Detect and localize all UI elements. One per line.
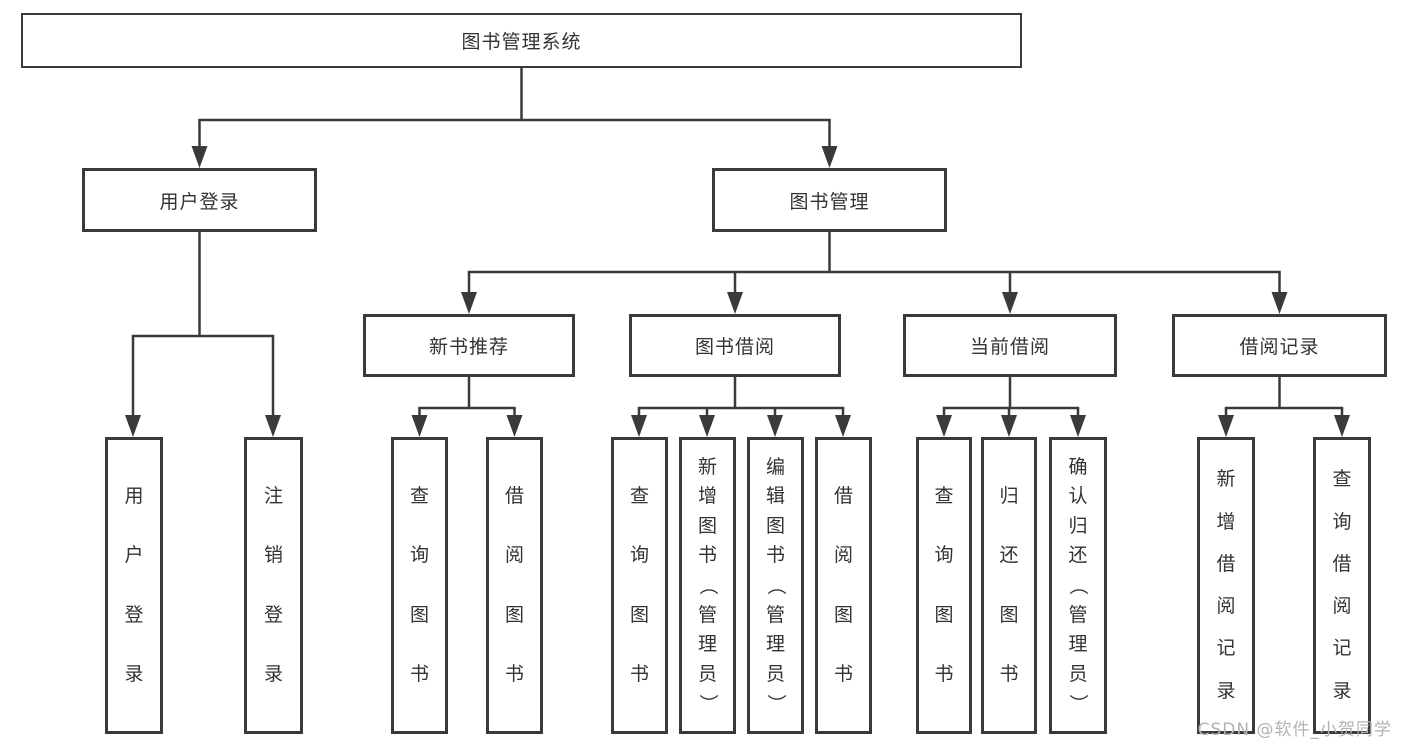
- node-user-login: 用户登录: [82, 168, 317, 232]
- node-root: 图书管理系统: [21, 13, 1022, 68]
- node-current-borrow: 当前借阅: [903, 314, 1117, 377]
- node-new-book-recommend: 新书推荐: [363, 314, 575, 377]
- node-borrow-record: 借阅记录: [1172, 314, 1387, 377]
- node-book-management: 图书管理: [712, 168, 947, 232]
- leaf-bb-query-book: 查询图书: [611, 437, 668, 734]
- leaf-bb-borrow-book: 借阅图书: [815, 437, 872, 734]
- leaf-rec-query-book: 查询图书: [391, 437, 448, 734]
- leaf-user-login: 用户登录: [105, 437, 163, 734]
- leaf-cb-query-book: 查询图书: [916, 437, 972, 734]
- leaf-bb-add-book-admin: 新增图书（管理员）: [679, 437, 736, 734]
- arrowheads: [125, 146, 1350, 437]
- csdn-watermark: CSDN @软件_小贺同学: [1197, 720, 1392, 740]
- leaf-logout: 注销登录: [244, 437, 303, 734]
- leaf-bb-edit-book-admin: 编辑图书（管理员）: [747, 437, 804, 734]
- leaf-cb-confirm-return-admin: 确认归还（管理员）: [1049, 437, 1107, 734]
- leaf-br-add-record: 新增借阅记录: [1197, 437, 1255, 734]
- leaf-cb-return-book: 归还图书: [981, 437, 1037, 734]
- node-book-borrow: 图书借阅: [629, 314, 841, 377]
- leaf-rec-borrow-book: 借阅图书: [486, 437, 543, 734]
- leaf-br-query-record: 查询借阅记录: [1313, 437, 1371, 734]
